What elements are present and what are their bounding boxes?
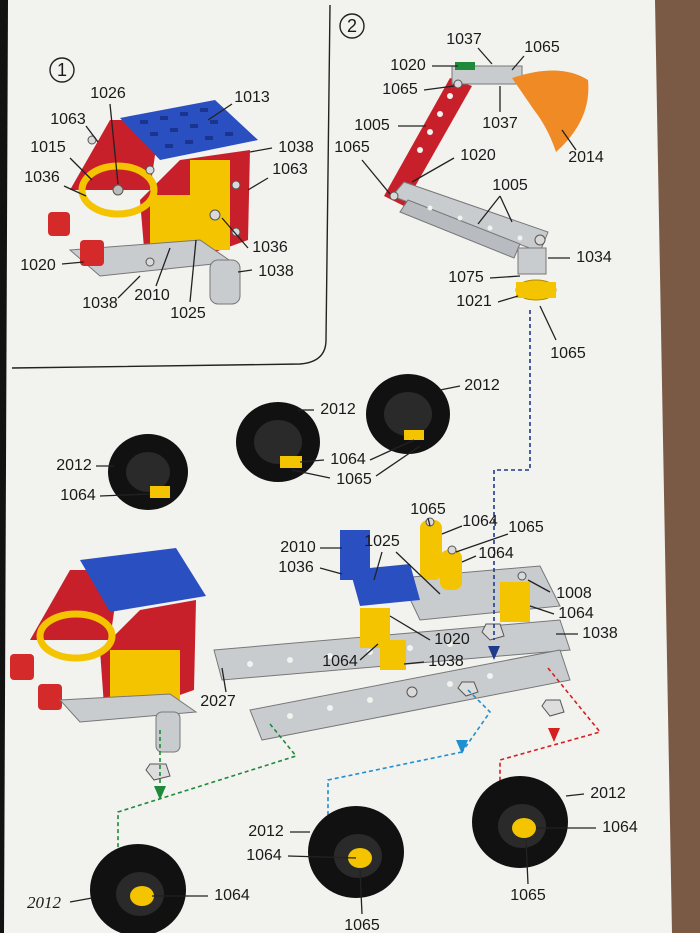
callout-2012: 2012 bbox=[248, 823, 284, 840]
callout-1036: 1036 bbox=[24, 169, 60, 186]
wheel-callouts-bottom: 2012 1064 1065 2012 1064 1065 2012 1064 bbox=[27, 785, 638, 933]
chassis-callouts: 1065 1064 1065 2010 1025 1064 1036 1008 … bbox=[200, 501, 618, 710]
callout-2027: 2027 bbox=[200, 693, 236, 710]
step2-callouts: 1037 1065 1020 1065 1037 1005 2014 1065 … bbox=[334, 31, 612, 362]
callout-1063: 1063 bbox=[50, 111, 86, 128]
orange-bucket bbox=[512, 70, 589, 152]
callout-2012: 2012 bbox=[464, 377, 500, 394]
step2-number: 2 bbox=[339, 13, 365, 39]
callout-1036: 1036 bbox=[278, 559, 314, 576]
callout-1065: 1065 bbox=[334, 139, 370, 156]
callout-1015: 1015 bbox=[30, 139, 66, 156]
svg-text:1: 1 bbox=[57, 60, 67, 80]
callout-1038: 1038 bbox=[258, 263, 294, 280]
callout-2014: 2014 bbox=[568, 149, 604, 166]
callout-1020: 1020 bbox=[460, 147, 496, 164]
callout-1038: 1038 bbox=[428, 653, 464, 670]
red-cap bbox=[80, 240, 104, 266]
callout-1075: 1075 bbox=[448, 269, 484, 286]
callout-1064: 1064 bbox=[246, 847, 282, 864]
callout-1008: 1008 bbox=[556, 585, 592, 602]
callout-1020: 1020 bbox=[434, 631, 470, 648]
guide-arrowheads bbox=[154, 646, 560, 800]
callout-2012: 2012 bbox=[320, 401, 356, 418]
step1-callouts: 1026 1013 1063 1015 1038 1036 1063 1036 … bbox=[20, 85, 314, 322]
callout-1065: 1065 bbox=[336, 471, 372, 488]
wheel-2012 bbox=[472, 776, 568, 868]
callout-1065: 1065 bbox=[344, 917, 380, 933]
callout-1020: 1020 bbox=[20, 257, 56, 274]
step2-bucket-arm bbox=[384, 62, 589, 301]
callout-2010: 2010 bbox=[280, 539, 316, 556]
callout-1064: 1064 bbox=[60, 487, 96, 504]
callout-1036: 1036 bbox=[252, 239, 288, 256]
callout-1064: 1064 bbox=[214, 887, 250, 904]
blue-roof-plate bbox=[120, 100, 258, 160]
callout-1034: 1034 bbox=[576, 249, 612, 266]
callout-1005: 1005 bbox=[492, 177, 528, 194]
callout-1038: 1038 bbox=[82, 295, 118, 312]
wheel-2012 bbox=[308, 806, 404, 898]
wheel-2012 bbox=[366, 374, 450, 454]
callout-1064: 1064 bbox=[558, 605, 594, 622]
callout-1013: 1013 bbox=[234, 89, 270, 106]
callout-1037: 1037 bbox=[482, 115, 518, 132]
svg-text:2: 2 bbox=[347, 16, 357, 36]
callout-1038: 1038 bbox=[278, 139, 314, 156]
callout-1021: 1021 bbox=[456, 293, 492, 310]
callout-1025: 1025 bbox=[170, 305, 206, 322]
callout-1065: 1065 bbox=[550, 345, 586, 362]
callout-1026: 1026 bbox=[90, 85, 126, 102]
wheel-callouts-middle: 2012 2012 1064 1065 2012 1064 bbox=[56, 377, 500, 504]
callout-1020: 1020 bbox=[390, 57, 426, 74]
callout-1064: 1064 bbox=[478, 545, 514, 562]
wheel-group-bottom bbox=[90, 776, 568, 933]
callout-1064: 1064 bbox=[462, 513, 498, 530]
callout-1065: 1065 bbox=[382, 81, 418, 98]
steering-wheel bbox=[78, 162, 158, 218]
step1-number: 1 bbox=[49, 57, 75, 83]
callout-1025: 1025 bbox=[364, 533, 400, 550]
callout-1005: 1005 bbox=[354, 117, 390, 134]
wheel-2012 bbox=[236, 402, 320, 482]
assembly-guide-lines bbox=[117, 310, 602, 856]
callout-2012: 2012 bbox=[590, 785, 626, 802]
callout-1065: 1065 bbox=[508, 519, 544, 536]
callout-2012: 2012 bbox=[27, 893, 62, 912]
callout-1063: 1063 bbox=[272, 161, 308, 178]
callout-1064: 1064 bbox=[322, 653, 358, 670]
callout-1065: 1065 bbox=[524, 39, 560, 56]
callout-1064: 1064 bbox=[602, 819, 638, 836]
callout-1037: 1037 bbox=[446, 31, 482, 48]
step1-frame bbox=[11, 4, 331, 369]
callout-1065: 1065 bbox=[410, 501, 446, 518]
wheel-group-middle bbox=[108, 374, 450, 510]
callout-1064: 1064 bbox=[330, 451, 366, 468]
chassis-assembly bbox=[10, 517, 571, 781]
wheel-2012 bbox=[90, 844, 186, 933]
callout-2012: 2012 bbox=[56, 457, 92, 474]
callout-1038: 1038 bbox=[582, 625, 618, 642]
wheel-2012 bbox=[108, 434, 188, 510]
callout-1065: 1065 bbox=[510, 887, 546, 904]
red-cap bbox=[48, 212, 70, 236]
callout-2010: 2010 bbox=[134, 287, 170, 304]
